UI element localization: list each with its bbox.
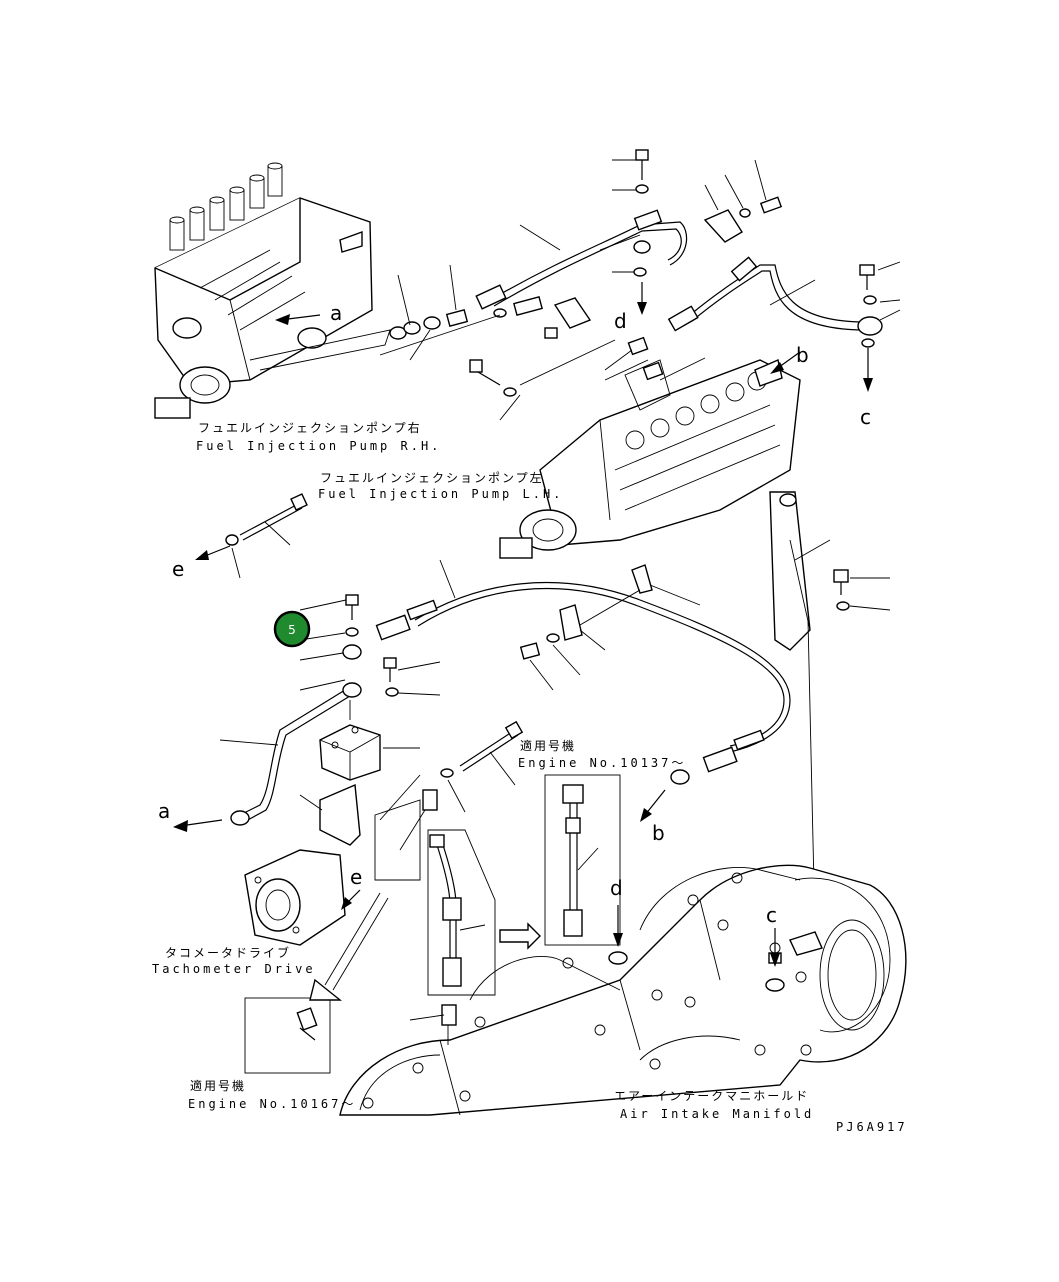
pump-rh-label-en: Fuel Injection Pump R.H.: [196, 439, 441, 453]
manifold-label-en: Air Intake Manifold: [620, 1107, 814, 1121]
bolt-top-1[interactable]: [612, 149, 649, 194]
tacho-block[interactable]: [319, 700, 420, 781]
upper-fuel-line[interactable]: [475, 209, 688, 310]
callout-number: 5: [288, 623, 296, 637]
ref-label-d-upper: d: [614, 309, 627, 333]
bolt-bracket-right[interactable]: [833, 569, 891, 611]
tacho-label-jp: タコメータドライブ: [165, 945, 291, 960]
arrow-c-lower: [770, 928, 780, 967]
bracket-d[interactable]: [544, 297, 592, 339]
clamp-middle[interactable]: [559, 564, 701, 651]
bolt-top-2[interactable]: [724, 159, 783, 218]
bracket-right-vertical[interactable]: [769, 491, 831, 931]
ref-label-a-upper: a: [330, 301, 342, 325]
tacho-label-en: Tachometer Drive: [152, 962, 316, 976]
bolt-mid-2[interactable]: [383, 657, 441, 697]
hollow-arrow-diagonal: [309, 892, 389, 1001]
callout-marker-5[interactable]: 5: [273, 610, 311, 648]
tachometer-drive[interactable]: [244, 849, 346, 946]
fuel-injection-pump-lh[interactable]: [499, 359, 801, 559]
arrow-a-lower: [173, 819, 223, 832]
bolt-top-right[interactable]: [859, 261, 901, 348]
tacho-tube[interactable]: [219, 679, 362, 826]
applicable-2-label-en: Engine No.10167～: [188, 1097, 356, 1111]
pump-rh-label-jp: フュエルインジェクションポンプ右: [198, 420, 422, 435]
long-bolt-e[interactable]: [225, 493, 308, 579]
bolt-callout-5[interactable]: [299, 594, 362, 661]
inset-box-10137[interactable]: [544, 774, 621, 946]
ref-label-c-lower: c: [766, 903, 777, 927]
pump-rh-fittings[interactable]: [379, 264, 543, 361]
right-fuel-line[interactable]: [667, 256, 883, 336]
ref-label-a-lower: a: [158, 799, 170, 823]
hollow-arrow: [499, 922, 541, 950]
fitting-banjo[interactable]: [469, 339, 616, 421]
drawing-code: PJ6A917: [836, 1120, 908, 1134]
washer-stack-top[interactable]: [612, 240, 651, 277]
callout-circle[interactable]: [273, 610, 311, 648]
applicable-1-label-en: Engine No.10137～: [518, 756, 686, 770]
pump-lh-label-en: Fuel Injection Pump L.H.: [318, 487, 563, 501]
air-intake-manifold[interactable]: [339, 864, 907, 1116]
ref-label-b-lower: b: [652, 821, 665, 845]
applicable-2-label-jp: 適用号機: [190, 1078, 246, 1093]
arrow-d-lower: [613, 905, 623, 947]
leader-lines: [519, 224, 816, 306]
manifold-label-jp: エアーインテークマニホールド: [614, 1089, 809, 1103]
ref-label-b-upper: b: [796, 343, 809, 367]
arrow-c-upper: [863, 348, 873, 392]
arrow-b-upper: [770, 351, 801, 374]
ref-label-c-upper: c: [860, 405, 871, 429]
clamp-top[interactable]: [703, 184, 743, 243]
arrow-e-left: [195, 545, 231, 560]
arrow-a-upper: [275, 314, 321, 325]
pump-lh-label-jp: フュエルインジェクションポンプ左: [320, 470, 544, 485]
bolt-middle[interactable]: [519, 633, 581, 691]
ref-label-e-left: e: [172, 557, 184, 581]
arrow-d-upper: [637, 282, 647, 315]
ref-label-d-lower: d: [610, 876, 623, 900]
inset-box-fitting[interactable]: [427, 829, 496, 996]
tacho-sensor-fitting[interactable]: [374, 774, 438, 881]
manifold-fitting[interactable]: [409, 1004, 457, 1045]
tachometer-cable[interactable]: [375, 559, 791, 773]
arrow-e-lower: [341, 889, 361, 910]
long-bolt-middle[interactable]: [440, 720, 524, 813]
tacho-bracket[interactable]: [299, 783, 361, 846]
connectors-d[interactable]: [604, 336, 706, 411]
fuel-injection-pump-rh[interactable]: [154, 162, 391, 419]
inset-box-10167[interactable]: [244, 997, 331, 1074]
applicable-1-label-jp: 適用号機: [520, 738, 576, 753]
arrow-b-lower: [640, 769, 690, 822]
ref-label-e-lower: e: [350, 865, 362, 889]
